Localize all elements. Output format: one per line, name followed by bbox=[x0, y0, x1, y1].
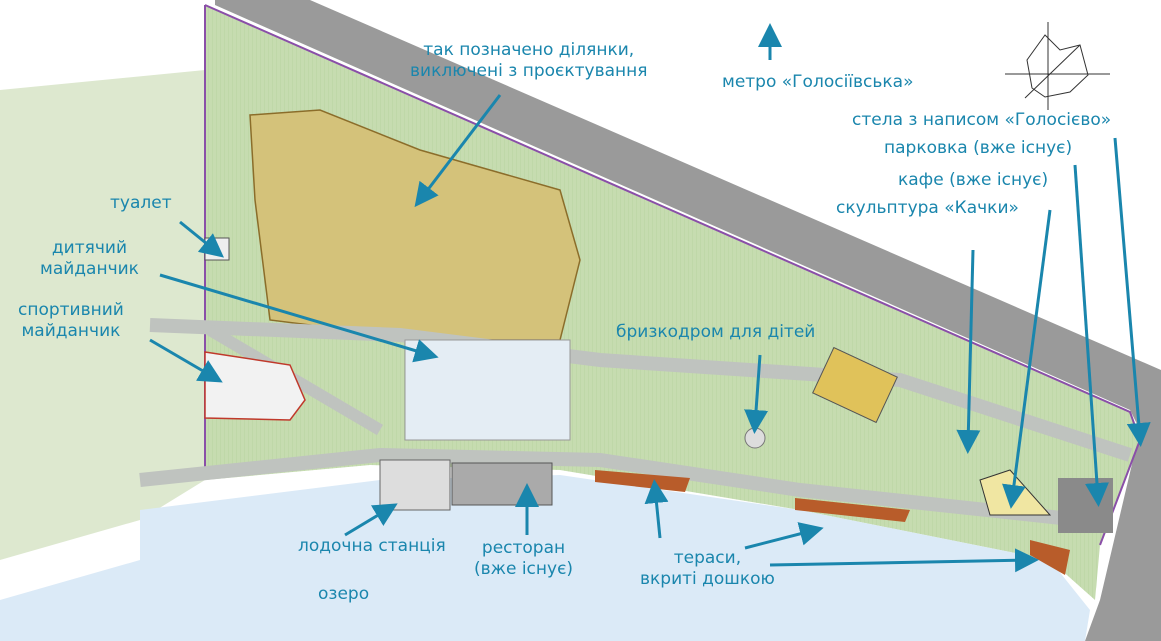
label-toilet: туалет bbox=[110, 193, 172, 213]
lake bbox=[0, 475, 1090, 641]
label-cafe: кафе (вже існує) bbox=[898, 170, 1049, 190]
excluded-area bbox=[249, 109, 581, 341]
arrow-sculpture bbox=[956, 249, 981, 454]
label-terraces: тераси, вкриті дошкою bbox=[640, 548, 775, 589]
sandbox bbox=[812, 346, 898, 424]
arrow-sports bbox=[149, 338, 223, 383]
left-green-area bbox=[0, 70, 205, 560]
parking-lot bbox=[1058, 478, 1113, 533]
label-lake: озеро bbox=[318, 584, 370, 604]
sports-ground bbox=[204, 351, 306, 421]
arrow-terrace-1 bbox=[644, 479, 669, 539]
wind-rose-icon bbox=[1005, 22, 1110, 110]
label-stela: стела з написом «Голосієво» bbox=[852, 110, 1112, 130]
main-path bbox=[149, 318, 1133, 462]
arrow-terrace-2 bbox=[744, 522, 824, 550]
label-excluded: так позначено ділянки, виключені з проєк… bbox=[410, 40, 648, 81]
terrace-2 bbox=[795, 498, 910, 522]
boat-station bbox=[379, 459, 451, 511]
label-sports: спортивний майданчик bbox=[18, 300, 124, 341]
label-parking: парковка (вже існує) bbox=[884, 138, 1073, 158]
arrow-splash bbox=[744, 354, 769, 434]
arrow-toilet bbox=[179, 220, 224, 258]
arrow-boat bbox=[344, 503, 398, 537]
restaurant bbox=[451, 462, 553, 506]
label-splash: бризкодром для дітей bbox=[616, 322, 816, 342]
label-restaurant: ресторан (вже існує) bbox=[474, 538, 574, 579]
label-playground: дитячий майданчик bbox=[40, 238, 139, 279]
arrow-parking bbox=[1073, 164, 1109, 507]
toilet-building bbox=[204, 237, 230, 261]
arrow-cafe bbox=[1002, 209, 1052, 509]
callout-arrows bbox=[149, 23, 1151, 573]
arrow-excluded bbox=[414, 94, 502, 208]
arrow-stela bbox=[1113, 137, 1151, 447]
lower-path bbox=[139, 447, 1081, 527]
label-boat-station: лодочна станція bbox=[298, 536, 446, 556]
terrace-3 bbox=[1030, 540, 1070, 575]
label-sculpture: скульптура «Качки» bbox=[836, 198, 1019, 218]
splash-pad bbox=[744, 427, 766, 449]
arrow-terrace-3 bbox=[769, 548, 1039, 573]
arrow-playground bbox=[159, 273, 439, 363]
label-metro: метро «Голосіївська» bbox=[722, 72, 914, 92]
